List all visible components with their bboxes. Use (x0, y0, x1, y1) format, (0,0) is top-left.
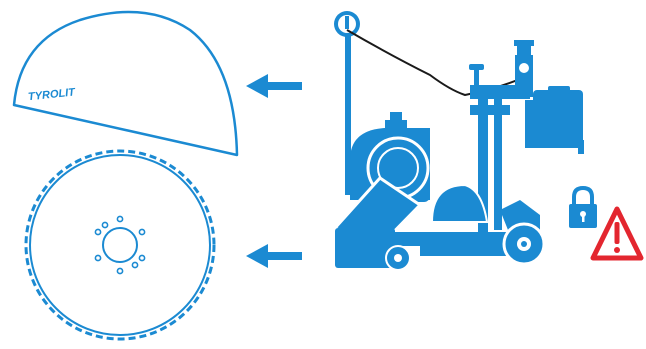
brand-logo-text: TYROLIT (27, 86, 76, 103)
blade-arbor-hole (102, 227, 138, 263)
saw-chassis (335, 200, 540, 268)
machine-blade-guard (430, 183, 489, 223)
diamond-saw-blade-icon (24, 149, 216, 341)
floor-saw-machine-icon (332, 11, 584, 271)
saw-handle-mast (345, 35, 351, 195)
warning-triangle-icon (590, 206, 644, 261)
blade-guard-icon: TYROLIT (12, 10, 239, 157)
depth-control-lever (469, 64, 484, 90)
blade-bolt-holes (94, 215, 146, 275)
saw-rear-wheel (385, 245, 411, 271)
saw-front-wheel (502, 222, 546, 266)
arrow-to-blade-guard-icon (246, 74, 302, 98)
saw-handle-knob (334, 11, 360, 37)
saw-engine-tank (525, 86, 584, 154)
saw-control-top (514, 40, 534, 97)
lock-icon (569, 185, 597, 228)
arrow-to-saw-blade-icon (246, 244, 302, 268)
